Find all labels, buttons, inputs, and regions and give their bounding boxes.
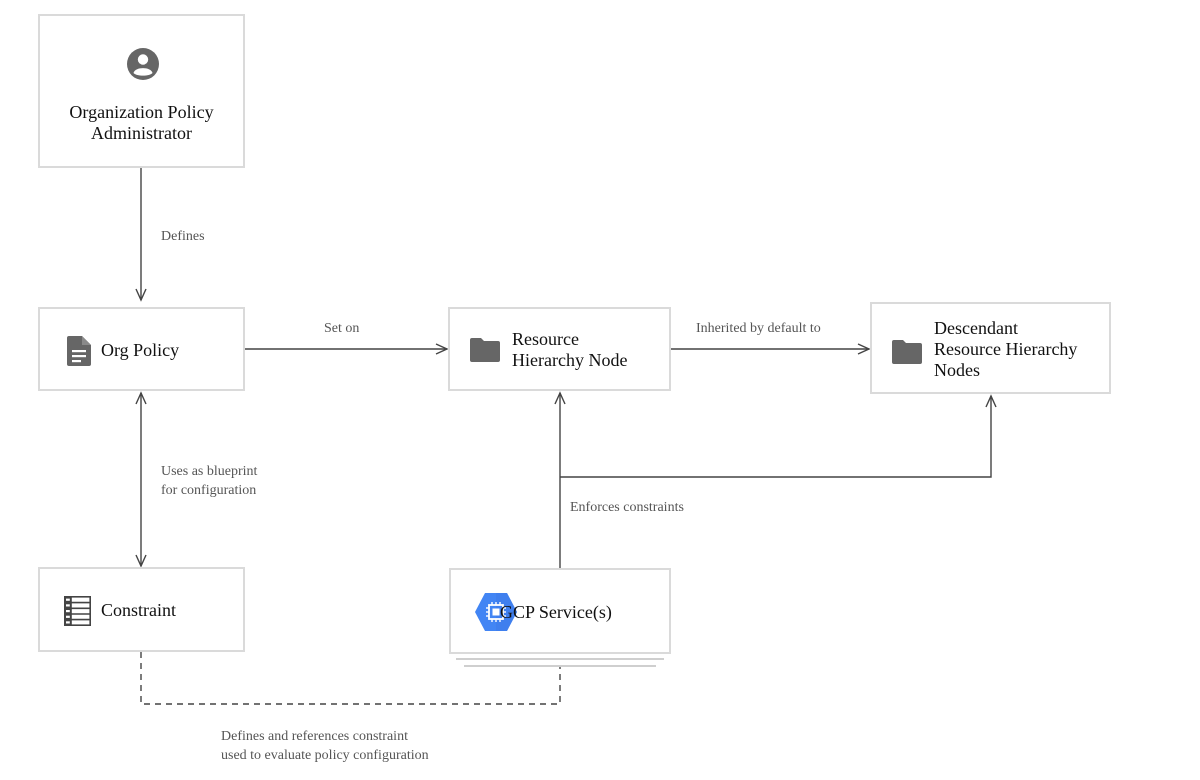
folder-icon bbox=[892, 340, 922, 364]
descendant-label-line2: Resource Hierarchy bbox=[934, 339, 1078, 359]
gcp-service-label: GCP Service(s) bbox=[500, 602, 612, 622]
admin-label-line2: Administrator bbox=[91, 123, 192, 143]
node-constraint: Constraint bbox=[38, 567, 245, 652]
edge-label-references-line1: Defines and references constraint bbox=[221, 729, 408, 744]
node-organization-policy-administrator: Organization Policy Administrator bbox=[38, 14, 245, 168]
resource-node-label-line1: Resource bbox=[512, 329, 579, 349]
edge-label-references-line2: used to evaluate policy configuration bbox=[221, 748, 429, 763]
edge-label-enforces: Enforces constraints bbox=[570, 500, 684, 515]
document-icon bbox=[67, 336, 91, 366]
list-icon bbox=[64, 596, 91, 626]
edge-label-uses-blueprint-line2: for configuration bbox=[161, 483, 257, 498]
node-resource-hierarchy: Resource Hierarchy Node bbox=[448, 307, 671, 391]
edge-label-uses-blueprint-line1: Uses as blueprint bbox=[161, 464, 258, 479]
edge-enforces-descendant bbox=[560, 394, 997, 478]
node-descendant-resource-hierarchy: Descendant Resource Hierarchy Nodes bbox=[870, 302, 1111, 394]
compute-hexagon-icon bbox=[475, 593, 517, 631]
admin-label-line1: Organization Policy bbox=[69, 102, 214, 122]
edge-label-set-on: Set on bbox=[324, 321, 360, 336]
node-org-policy: Org Policy bbox=[38, 307, 245, 391]
edge-label-inherited: Inherited by default to bbox=[696, 321, 821, 336]
org-policy-label: Org Policy bbox=[101, 340, 180, 360]
person-circle-icon bbox=[127, 48, 159, 80]
edge-references-constraint bbox=[140, 652, 561, 705]
edge-label-defines: Defines bbox=[161, 229, 205, 244]
folder-icon bbox=[470, 338, 500, 362]
descendant-label-line3: Nodes bbox=[934, 360, 980, 380]
constraint-label: Constraint bbox=[101, 600, 176, 620]
descendant-label-line1: Descendant bbox=[934, 318, 1018, 338]
resource-node-label-line2: Hierarchy Node bbox=[512, 350, 628, 370]
node-gcp-service: GCP Service(s) bbox=[449, 568, 671, 654]
